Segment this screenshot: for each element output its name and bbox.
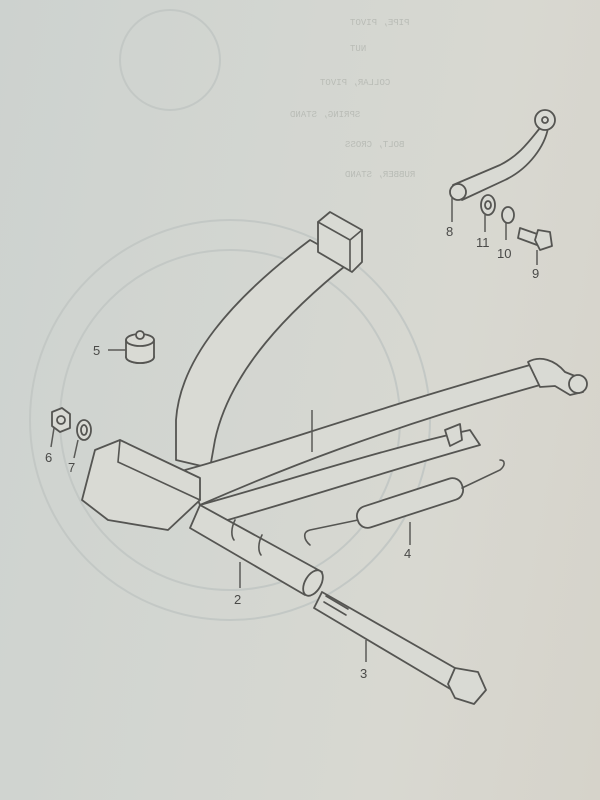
callout-8: 8	[446, 198, 453, 239]
return-spring-part	[303, 459, 505, 546]
callout-4: 4	[404, 522, 411, 561]
bracket-arm-part	[449, 109, 556, 201]
callout-10: 10	[497, 223, 511, 261]
callout-11: 11	[476, 215, 490, 250]
svg-text:2: 2	[234, 592, 241, 607]
svg-text:3: 3	[360, 666, 367, 681]
callout-9: 9	[532, 250, 539, 281]
washer-part	[76, 419, 92, 441]
callout-5: 5	[93, 343, 126, 358]
svg-text:9: 9	[532, 266, 539, 281]
svg-text:10: 10	[497, 246, 511, 261]
callout-7: 7	[68, 439, 79, 475]
svg-text:8: 8	[446, 224, 453, 239]
svg-text:5: 5	[93, 343, 100, 358]
stand-frame-part	[81, 211, 588, 531]
svg-text:6: 6	[45, 450, 52, 465]
callout-2: 2	[234, 562, 241, 607]
spring-washer-part	[501, 206, 515, 224]
pivot-bolt-part	[313, 591, 487, 705]
callout-6: 6	[45, 427, 55, 465]
svg-text:11: 11	[476, 235, 490, 250]
svg-text:7: 7	[68, 460, 75, 475]
callout-3: 3	[360, 640, 367, 681]
pivot-tube-part	[189, 504, 324, 597]
rubber-stopper-part	[125, 330, 155, 364]
bolt-part	[517, 227, 553, 251]
svg-text:4: 4	[404, 546, 411, 561]
nut-part	[51, 407, 71, 433]
flat-washer-part	[480, 194, 496, 216]
